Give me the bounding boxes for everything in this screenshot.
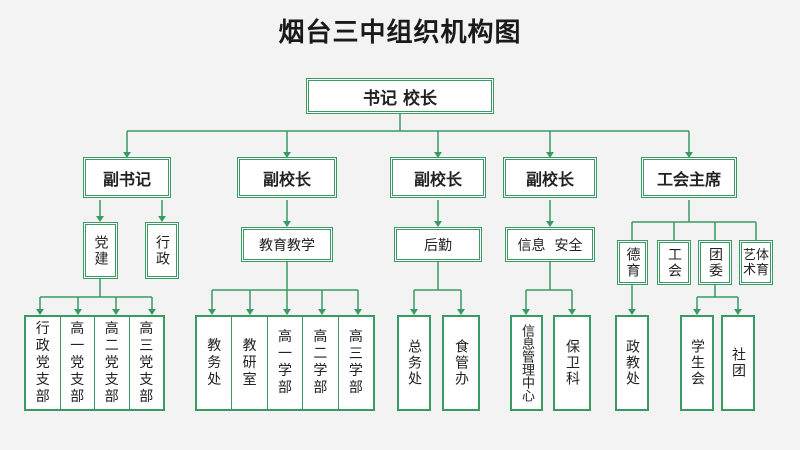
group-party-branches: 行政党支部 高一党支部 高二党支部 高三党支部	[24, 315, 165, 411]
leaf-info-center: 信息管理中心	[510, 315, 543, 411]
leaf-g1-party-branch: 高一党支部	[61, 317, 95, 409]
deputy-node-1: 副书记	[83, 157, 171, 198]
leaf-general-affairs: 总务处	[397, 315, 431, 411]
node-teaching: 教育教学	[241, 227, 333, 262]
chart-title: 烟台三中组织机构图	[278, 18, 522, 48]
deputy-node-3: 副校长	[390, 157, 486, 198]
node-moral-education: 德育	[617, 240, 648, 285]
leaf-clubs: 社团	[721, 315, 755, 411]
leaf-academic-affairs: 教务处	[197, 317, 233, 409]
leaf-political-education: 政教处	[615, 315, 649, 411]
leaf-label: 高二党支部	[104, 320, 119, 405]
node-logistics: 后勤	[394, 227, 482, 262]
deputy-label-5: 工会主席	[656, 169, 721, 189]
leaf-g2-party-branch: 高二党支部	[95, 317, 130, 409]
teaching-label: 教育教学	[259, 237, 315, 254]
leaf-security-section: 保卫科	[553, 315, 591, 411]
node-union: 工会	[657, 240, 691, 285]
moral-education-label: 德育	[624, 246, 641, 279]
deputy-node-4: 副校长	[503, 157, 597, 198]
union-label: 工会	[666, 246, 682, 279]
youth-league-label: 团委	[707, 246, 723, 279]
group-teaching-depts: 教务处 教研室 高一学部 高二学部 高三学部	[195, 315, 375, 411]
leaf-label: 教务处	[207, 337, 222, 388]
leaf-label: 社团	[730, 347, 746, 379]
leaf-student-union: 学生会	[680, 315, 714, 411]
deputy-label-3: 副校长	[413, 169, 462, 189]
leaf-label: 行政党支部	[35, 320, 50, 405]
leaf-label: 保卫科	[564, 339, 580, 387]
node-youth-league: 团委	[698, 240, 732, 285]
leaf-canteen-office: 食管办	[442, 315, 480, 411]
leaf-label: 高三党支部	[139, 320, 154, 405]
node-info-security: 信息 安全	[505, 227, 595, 262]
leaf-g2-division: 高二学部	[303, 317, 339, 409]
root-node: 书记 校长	[306, 78, 494, 114]
leaf-label: 学生会	[689, 339, 705, 387]
deputy-node-2: 副校长	[237, 157, 337, 198]
leaf-label: 高二学部	[313, 329, 328, 396]
leaf-g3-party-branch: 高三党支部	[130, 317, 164, 409]
root-label: 书记 校长	[363, 88, 437, 109]
leaf-g3-division: 高三学部	[339, 317, 373, 409]
leaf-label: 信息管理中心	[519, 324, 534, 402]
deputy-label-1: 副书记	[102, 169, 151, 189]
arts-sports-label: 艺体术育	[742, 247, 769, 278]
info-security-label: 信息 安全	[517, 237, 583, 254]
node-administration: 行政	[145, 222, 179, 279]
leaf-label: 高三学部	[348, 329, 363, 396]
leaf-g1-division: 高一学部	[268, 317, 304, 409]
leaf-label: 总务处	[406, 339, 422, 387]
deputy-node-5: 工会主席	[641, 157, 737, 198]
party-building-label: 党建	[92, 234, 109, 267]
leaf-label: 教研室	[242, 337, 257, 388]
leaf-label: 高一学部	[278, 329, 292, 396]
node-party-building: 党建	[83, 222, 118, 279]
leaf-label: 高一党支部	[70, 320, 85, 405]
leaf-teaching-research: 教研室	[232, 317, 268, 409]
deputy-label-4: 副校长	[525, 169, 574, 189]
logistics-label: 后勤	[424, 237, 452, 254]
administration-label: 行政	[154, 234, 170, 267]
deputy-label-2: 副校长	[262, 169, 311, 189]
node-arts-sports: 艺体术育	[739, 240, 773, 285]
leaf-admin-party-branch: 行政党支部	[26, 317, 61, 409]
leaf-label: 政教处	[624, 339, 640, 387]
leaf-label: 食管办	[453, 339, 469, 387]
